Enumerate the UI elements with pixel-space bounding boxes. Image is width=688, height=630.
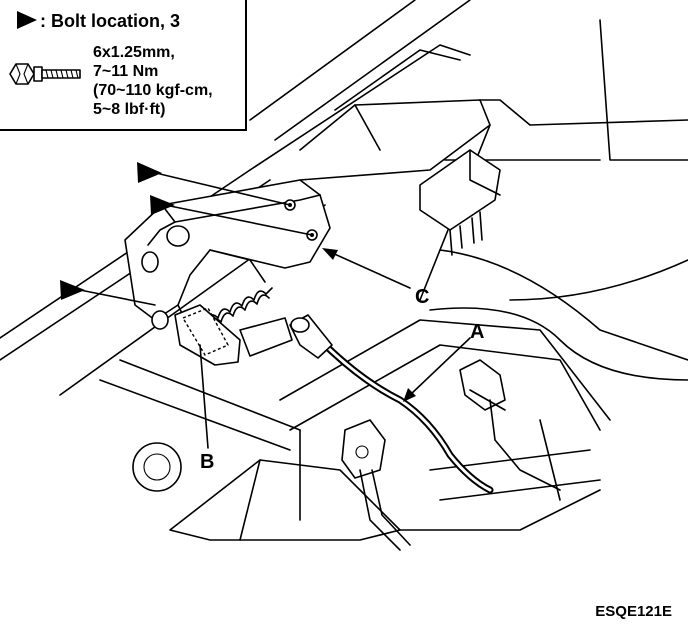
bolt-arrow-icon bbox=[150, 195, 175, 215]
legend-bolt-size: 6x1.25mm, bbox=[93, 44, 175, 61]
bolt-marker-icon bbox=[17, 11, 37, 29]
bolt-arrow-icon bbox=[60, 280, 85, 300]
cable-end-fitting bbox=[239, 314, 333, 359]
callout-label-a: A bbox=[470, 321, 484, 343]
vehicle-body-structure bbox=[0, 0, 688, 541]
legend-torque-kgfcm: (70~110 kgf-cm, bbox=[93, 82, 213, 99]
callout-label-b: B bbox=[200, 451, 214, 473]
callout-leaders bbox=[199, 248, 471, 449]
callout-label-c: C bbox=[415, 286, 429, 308]
legend-torque-lbfft: 5~8 lbf·ft) bbox=[93, 101, 165, 118]
part-b-dashed-outline bbox=[181, 307, 229, 356]
bracket-c bbox=[124, 179, 331, 366]
parking-brake-cable bbox=[316, 336, 494, 551]
bolt-arrow-icon bbox=[137, 162, 162, 183]
bolt-icon bbox=[9, 63, 81, 85]
figure-code: ESQE121E bbox=[595, 603, 672, 620]
bolt-location-arrows bbox=[60, 162, 313, 306]
return-spring bbox=[204, 287, 273, 327]
legend-box: : Bolt location, 3 6x1.25mm, 7~11 Nm (70… bbox=[0, 0, 247, 131]
legend-torque-nm: 7~11 Nm bbox=[93, 63, 158, 80]
legend-marker-text: : Bolt location, 3 bbox=[40, 11, 180, 31]
